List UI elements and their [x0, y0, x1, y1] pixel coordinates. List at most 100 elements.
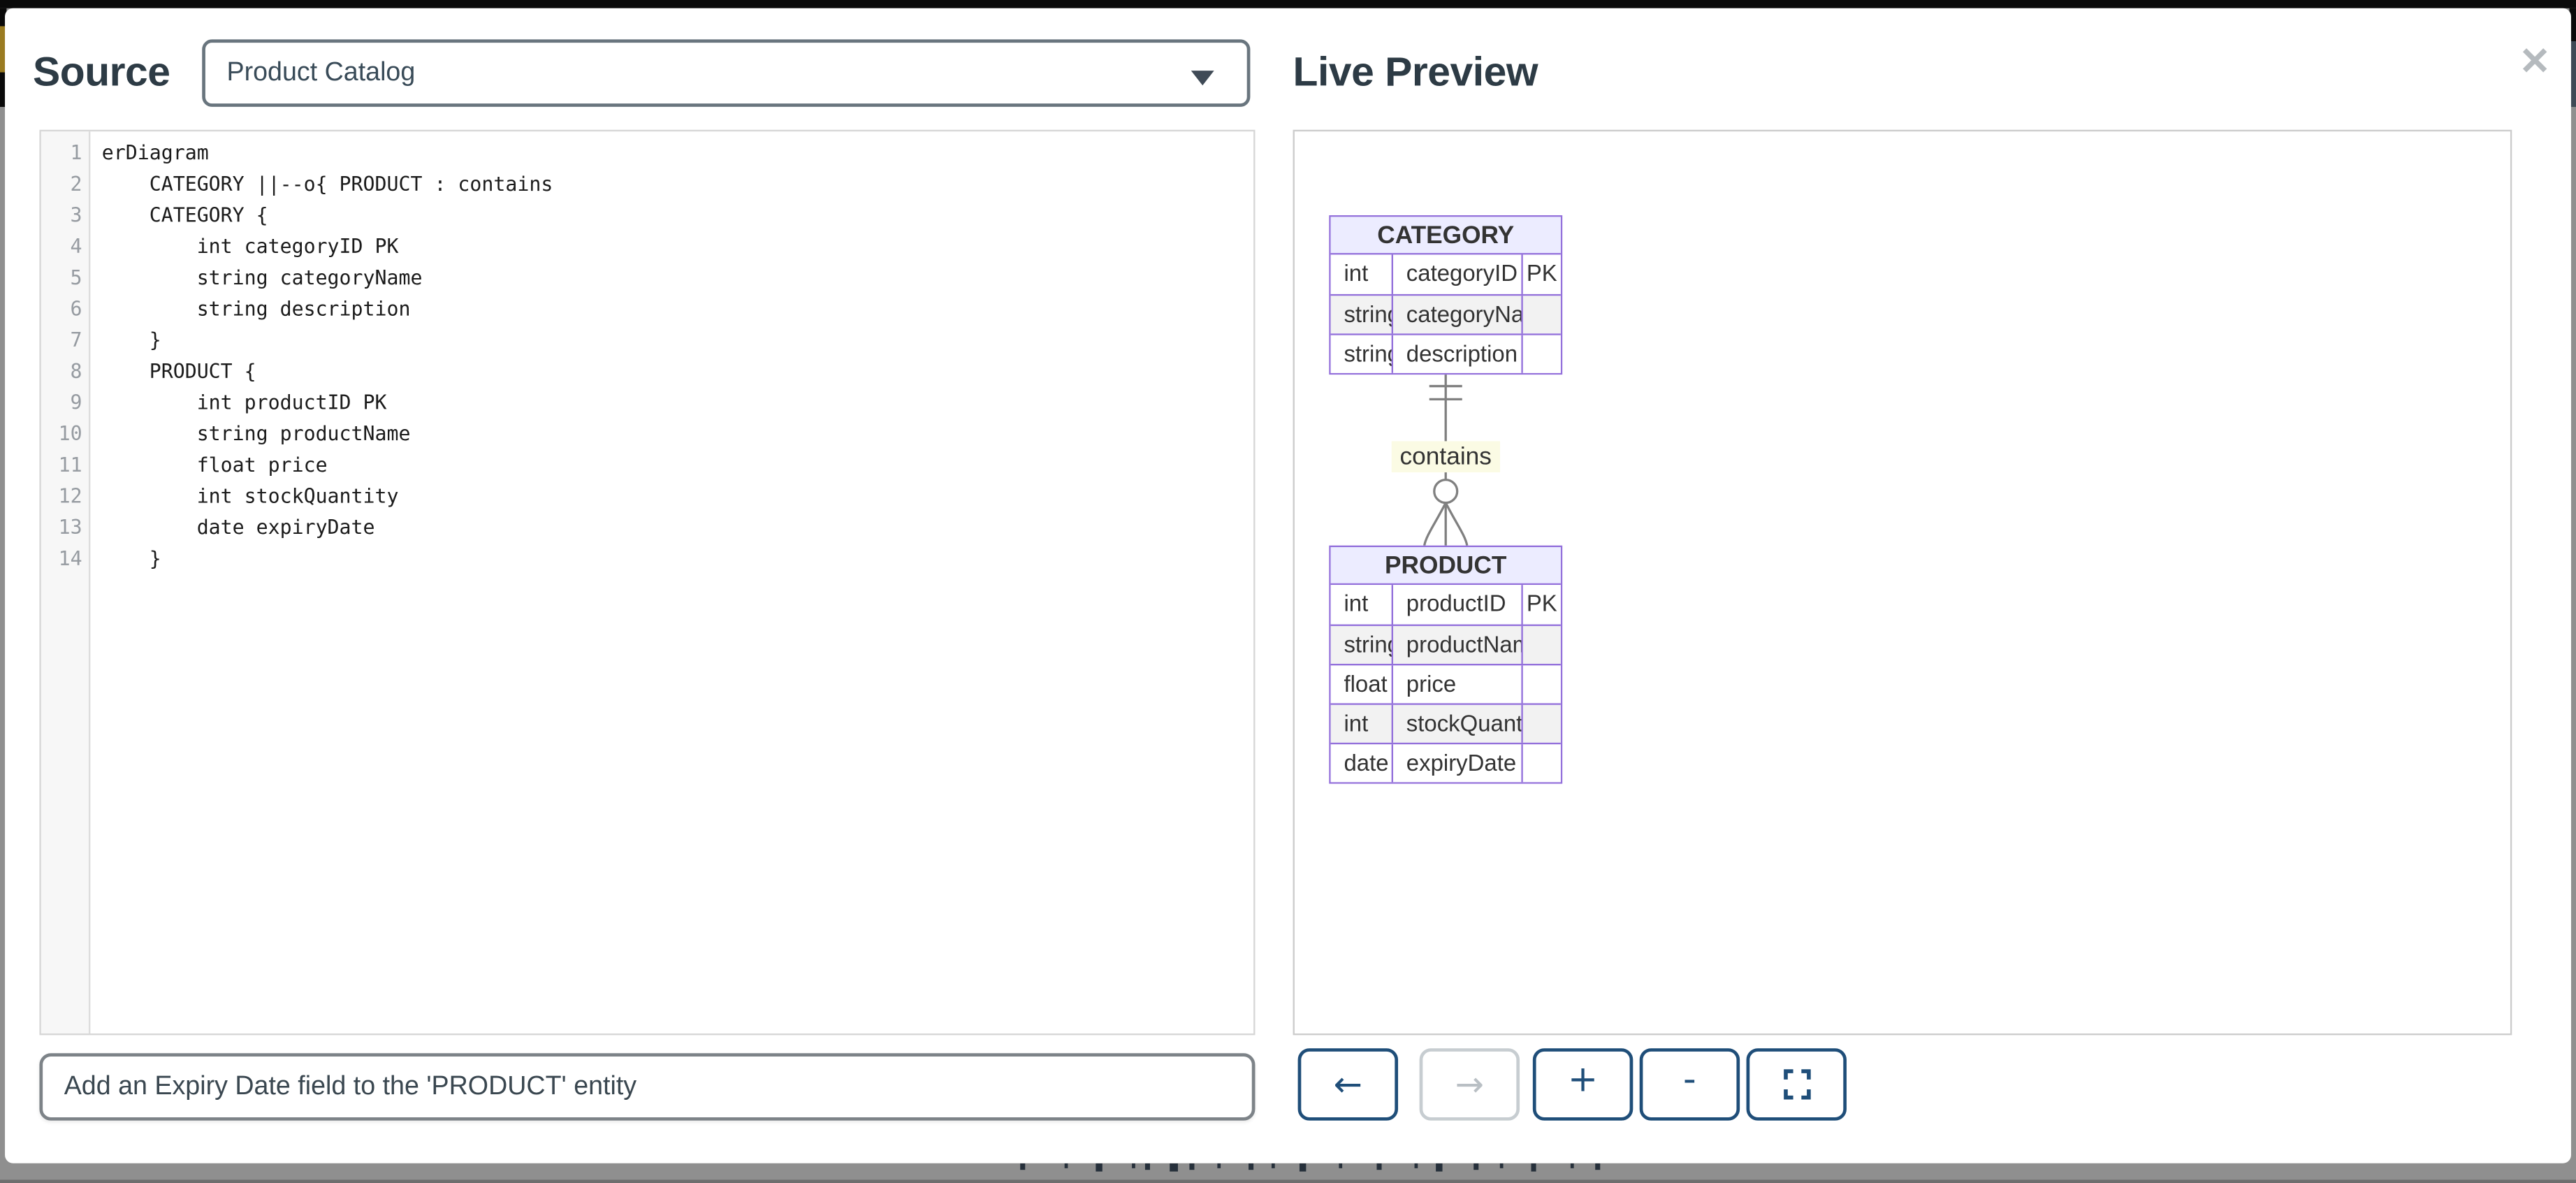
plus-icon: +	[1567, 1059, 1599, 1101]
er-cell-type: float	[1331, 665, 1393, 704]
code-line: 7 }	[41, 326, 1253, 357]
diagram-editor-modal: Source Product Catalog 1 erDiagram 2 CATEG…	[5, 8, 2571, 1163]
er-cell-name: description	[1393, 335, 1523, 373]
code-line: 10 string productName	[41, 419, 1253, 451]
er-cell-key	[1523, 296, 1561, 333]
background-page-right-edge	[2569, 8, 2576, 1163]
er-cell-name: categoryID	[1393, 254, 1523, 294]
code-line: 6 string description	[41, 294, 1253, 326]
back-button[interactable]: ←	[1297, 1048, 1399, 1121]
code-text: date expiryDate	[101, 516, 375, 539]
line-number: 10	[58, 422, 82, 446]
er-cell-key	[1523, 744, 1561, 782]
code-line: 1 erDiagram	[41, 138, 1253, 170]
code-text: }	[101, 328, 161, 352]
fullscreen-button[interactable]	[1746, 1048, 1847, 1121]
line-number: 14	[58, 547, 82, 570]
er-cell-type: string	[1331, 335, 1393, 373]
background-page-left-edge	[0, 8, 7, 1163]
line-number-gutter	[41, 131, 91, 1034]
obscured-text-mark	[1570, 1163, 1574, 1168]
zoom-in-button[interactable]: +	[1532, 1048, 1633, 1121]
code-text: int productID PK	[101, 391, 387, 414]
preview-canvas[interactable]: CATEGORYintcategoryIDPKstringcategoryNam…	[1293, 129, 2512, 1036]
minus-icon: -	[1683, 1059, 1696, 1101]
code-text: }	[101, 547, 161, 570]
er-cell-key: PK	[1526, 259, 1557, 286]
obscured-text-mark	[1436, 1163, 1443, 1172]
code-line: 11 float price	[41, 450, 1253, 481]
chevron-down-icon	[1191, 71, 1214, 86]
er-cell-key	[1523, 665, 1561, 703]
forward-button[interactable]: →	[1419, 1048, 1520, 1121]
er-cell-name: categoryName	[1393, 296, 1523, 334]
code-text: CATEGORY {	[101, 203, 268, 227]
obscured-text-mark	[1299, 1163, 1307, 1172]
code-line: 8 PRODUCT {	[41, 356, 1253, 388]
fullscreen-icon	[1782, 1069, 1810, 1100]
crow-foot-right	[1444, 502, 1469, 546]
er-cell-name: price	[1393, 665, 1523, 704]
code-line: 3 CATEGORY {	[41, 201, 1253, 232]
source-panel-title: Source	[33, 49, 170, 96]
line-number: 5	[70, 266, 82, 289]
obscured-text-mark	[1189, 1163, 1195, 1170]
obscured-text-mark	[1170, 1163, 1178, 1172]
preview-panel-title: Live Preview	[1293, 49, 1538, 96]
obscured-text-mark	[1499, 1163, 1504, 1168]
er-cell-type: int	[1331, 254, 1393, 294]
code-line: 2 CATEGORY ||--o{ PRODUCT : contains	[41, 169, 1253, 201]
diagram-select[interactable]: Product Catalog	[202, 39, 1251, 107]
entity-table-category: CATEGORYintcategoryIDPKstringcategoryNam…	[1329, 215, 1563, 375]
er-cell-type: string	[1331, 625, 1393, 664]
line-number: 13	[58, 516, 82, 539]
er-cell-key: PK	[1526, 590, 1557, 616]
obscured-background-text	[0, 1163, 2576, 1183]
code-text: string description	[101, 297, 411, 321]
code-text: CATEGORY ||--o{ PRODUCT : contains	[101, 172, 553, 196]
er-cell-name: productName	[1393, 625, 1523, 664]
er-cell-type: int	[1331, 704, 1393, 743]
obscured-text-mark	[1595, 1163, 1601, 1170]
prompt-input[interactable]	[39, 1053, 1256, 1121]
code-text: erDiagram	[101, 141, 209, 165]
entity-name: PRODUCT	[1330, 547, 1561, 586]
code-line: 9 int productID PK	[41, 388, 1253, 419]
er-cell-name: expiryDate	[1393, 744, 1523, 783]
arrow-left-icon: ←	[1333, 1064, 1363, 1103]
diagram-select-value: Product Catalog	[226, 58, 416, 87]
er-cell-type: string	[1331, 296, 1393, 334]
code-line: 4 int categoryID PK	[41, 232, 1253, 263]
zoom-out-button[interactable]: -	[1639, 1048, 1740, 1121]
code-editor[interactable]: 1 erDiagram 2 CATEGORY ||--o{ PRODUCT : co…	[39, 129, 1256, 1036]
line-number: 12	[58, 484, 82, 508]
code-text: int stockQuantity	[101, 484, 399, 508]
line-number: 7	[70, 328, 82, 352]
close-button[interactable]: ✕	[2509, 34, 2561, 87]
relationship-label: contains	[1391, 441, 1500, 473]
er-cell-name: productID	[1393, 585, 1523, 625]
line-number: 1	[70, 141, 82, 165]
er-cell-key	[1523, 626, 1561, 664]
entity-name: CATEGORY	[1330, 217, 1561, 255]
background-top-bar	[0, 0, 2576, 8]
arrow-right-icon: →	[1455, 1064, 1485, 1103]
obscured-text-mark	[1473, 1163, 1479, 1170]
obscured-text-mark	[1414, 1163, 1418, 1168]
obscured-text-mark	[1271, 1163, 1275, 1168]
obscured-text-mark	[1531, 1163, 1536, 1172]
code-line: 12 int stockQuantity	[41, 481, 1253, 513]
code-line: 13 date expiryDate	[41, 513, 1253, 544]
obscured-text-mark	[1376, 1163, 1382, 1170]
obscured-text-mark	[1217, 1163, 1221, 1168]
entity-table-product: PRODUCTintproductIDPKstringproductNamefl…	[1329, 545, 1563, 784]
